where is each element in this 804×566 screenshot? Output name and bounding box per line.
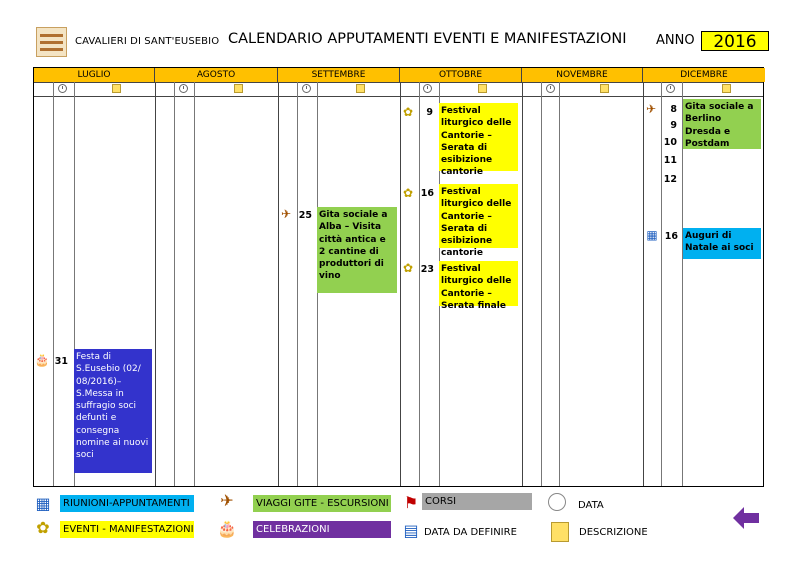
plane-icon: ✈ — [280, 207, 292, 221]
balloon-icon: ✿ — [402, 186, 414, 200]
note-icon — [600, 84, 609, 93]
month-divider — [155, 82, 156, 486]
column-divider — [419, 82, 420, 486]
clock-icon — [666, 84, 675, 93]
legend-riunioni: RIUNIONI-APPUNTAMENTI — [60, 495, 194, 512]
note-icon — [478, 84, 487, 93]
clipboard-icon: ▤ — [403, 521, 419, 540]
legend-descrizione: DESCRIZIONE — [579, 527, 648, 538]
month-divider — [278, 82, 279, 486]
month-header-settembre: SETTEMBRE — [278, 68, 400, 82]
cake-icon: 🎂 — [217, 519, 237, 538]
month-header-agosto: AGOSTO — [155, 68, 278, 82]
month-header-novembre: NOVEMBRE — [522, 68, 643, 82]
event-day: 31 — [54, 356, 68, 367]
month-header-dicembre: DICEMBRE — [643, 68, 765, 82]
event-day: 25 — [298, 210, 312, 221]
legend-data: DATA — [578, 500, 604, 511]
event-day: 9 — [426, 107, 433, 118]
event-day: 8 — [670, 104, 677, 115]
calendar-icon: ▦ — [35, 494, 51, 513]
note-icon — [234, 84, 243, 93]
event-description[interactable]: Festival liturgico delle Cantorie – Sera… — [439, 184, 518, 258]
event-description[interactable]: Festival liturgico delle Cantorie – Sera… — [439, 261, 518, 311]
note-icon — [112, 84, 121, 93]
column-divider — [74, 82, 75, 486]
legend-data-da-definire: DATA DA DEFINIRE — [424, 527, 517, 538]
column-divider — [297, 82, 298, 486]
plane-icon: ✈ — [645, 102, 657, 116]
event-day: 11 — [663, 155, 677, 166]
balloon-icon: ✿ — [402, 105, 414, 119]
event-description[interactable]: Festa di S.Eusebio (02/ 08/2016)– S.Mess… — [74, 349, 152, 473]
calendar-grid: LUGLIO AGOSTO SETTEMBRE OTTOBRE NOVEMBRE… — [33, 67, 765, 487]
month-divider — [522, 82, 523, 486]
clock-icon — [546, 84, 555, 93]
column-divider — [53, 82, 54, 486]
clock-icon — [302, 84, 311, 93]
legend-viaggi: VIAGGI GITE - ESCURSIONI — [253, 495, 391, 512]
plane-icon: ✈ — [220, 491, 234, 510]
balloon-icon: ✿ — [36, 518, 50, 537]
note-icon — [356, 84, 365, 93]
event-day: 10 — [663, 137, 677, 148]
page-title: CALENDARIO APPUTAMENTI EVENTI E MANIFEST… — [228, 31, 627, 47]
legend-corsi: CORSI — [422, 493, 532, 510]
month-divider — [400, 82, 401, 486]
event-description[interactable]: Festival liturgico delle Cantorie – Sera… — [439, 103, 518, 177]
event-day: 12 — [663, 174, 677, 185]
clock-icon — [548, 493, 566, 511]
event-description[interactable]: Auguri di Natale ai soci — [683, 228, 761, 259]
note-icon — [722, 84, 731, 93]
column-divider — [661, 82, 662, 486]
column-divider — [559, 82, 560, 486]
year-label: ANNO — [656, 33, 695, 48]
column-divider — [682, 82, 683, 486]
month-header-luglio: LUGLIO — [34, 68, 155, 82]
flag-icon: ⚑ — [403, 493, 419, 512]
logo — [36, 27, 67, 57]
column-divider — [541, 82, 542, 486]
column-icon-row — [34, 82, 763, 97]
event-day: 16 — [664, 231, 678, 242]
back-arrow-icon[interactable] — [733, 506, 759, 530]
month-divider — [643, 82, 644, 486]
legend-eventi: EVENTI - MANIFESTAZIONI — [60, 521, 194, 538]
legend-celebrazioni: CELEBRAZIONI — [253, 521, 391, 538]
year-value: 2016 — [701, 31, 769, 52]
column-divider — [194, 82, 195, 486]
note-icon — [551, 522, 569, 542]
organization-name: CAVALIERI DI SANT'EUSEBIO — [75, 36, 220, 47]
balloon-icon: ✿ — [402, 261, 414, 275]
event-day: 23 — [420, 264, 434, 275]
clock-icon — [423, 84, 432, 93]
event-day: 9 — [670, 120, 677, 131]
event-description[interactable]: Gita sociale a Berlino Dresda e Postdam — [683, 99, 761, 149]
cake-icon: 🎂 — [34, 353, 50, 367]
clock-icon — [179, 84, 188, 93]
event-description[interactable]: Gita sociale a Alba – Visita città antic… — [317, 207, 397, 293]
event-day: 16 — [420, 188, 434, 199]
calendar-icon: ▦ — [646, 228, 658, 242]
column-divider — [174, 82, 175, 486]
month-header-ottobre: OTTOBRE — [400, 68, 522, 82]
clock-icon — [58, 84, 67, 93]
